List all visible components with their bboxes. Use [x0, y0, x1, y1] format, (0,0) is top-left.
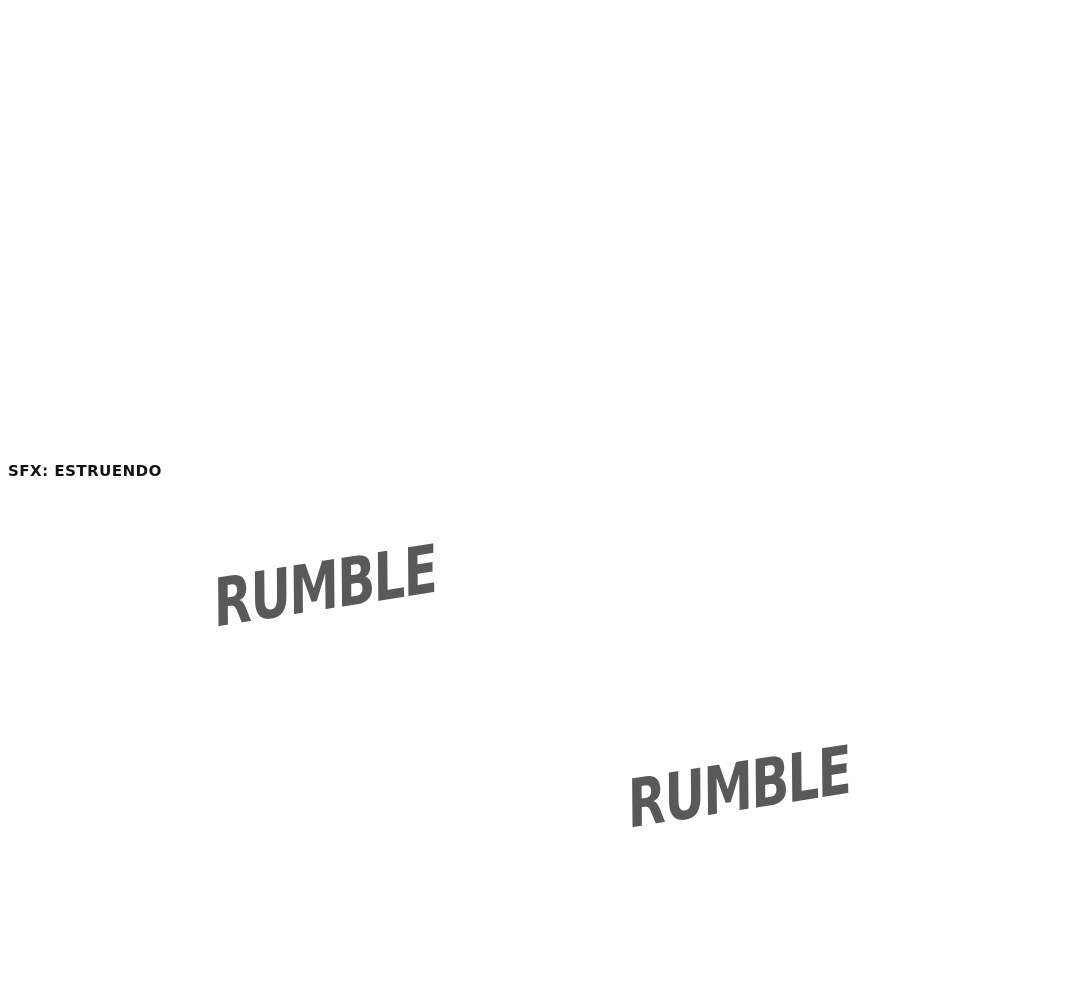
sfx-translation-note: SFX: ESTRUENDO — [8, 462, 162, 480]
sound-effect-rumble: RUMBLE — [622, 731, 857, 844]
sound-effect-rumble: RUMBLE — [208, 530, 443, 643]
